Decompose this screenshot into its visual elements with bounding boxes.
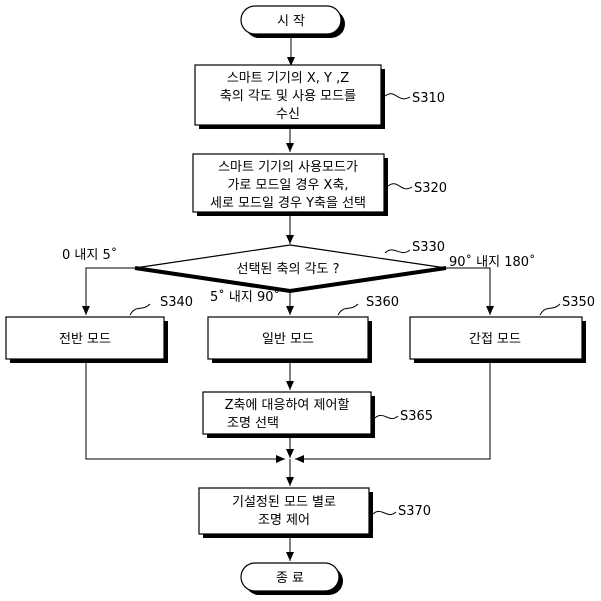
s340-label: 전반 모드 [59, 332, 111, 347]
s360-step-label: S360 [366, 295, 399, 310]
s370-leader-line [372, 510, 397, 516]
s365-line-1: Z축에 대응하여 제어할 [225, 398, 350, 413]
s340-leader-line [129, 303, 151, 316]
s310-leader-line [384, 93, 411, 100]
s330-question: 선택된 축의 각도 ? [236, 262, 339, 277]
branch-label-right: 90˚ 내지 180˚ [449, 254, 536, 270]
s365-line-2: 조명 선택 [227, 416, 279, 431]
s365-leader-line [374, 414, 399, 420]
s310-line-1: 스마트 기기의 X, Y ,Z [227, 71, 349, 86]
s360-label: 일반 모드 [262, 332, 314, 347]
start-label: 시 작 [277, 14, 305, 29]
process-box-s365: Z축에 대응하여 제어할 조명 선택 [202, 391, 375, 438]
s360-leader-line [337, 303, 359, 316]
s370-step-label: S370 [398, 504, 431, 519]
s320-leader-line [387, 183, 413, 190]
s330-leader-line [384, 249, 411, 254]
s350-step-label: S350 [562, 295, 595, 310]
s320-line-3: 세로 모드일 경우 Y축을 선택 [210, 196, 366, 211]
s350-label: 간접 모드 [469, 332, 521, 347]
s350-leader-line [539, 303, 561, 316]
arrow-s330-to-s350 [446, 267, 494, 315]
s340-step-label: S340 [160, 295, 193, 310]
s320-line-2: 가로 모드일 경우 X축, [227, 178, 348, 193]
end-label: 종 료 [276, 571, 304, 586]
merge-line-from-s340 [85, 363, 285, 463]
s310-line-3: 수신 [276, 107, 300, 122]
branch-label-middle: 5˚ 내지 90˚ [210, 289, 280, 305]
s320-line-1: 스마트 기기의 사용모드가 [218, 160, 358, 175]
s330-step-label: S330 [412, 240, 445, 255]
process-box-s320: 스마트 기기의 사용모드가 가로 모드일 경우 X축, 세로 모드일 경우 Y축… [192, 153, 388, 216]
s310-step-label: S310 [412, 91, 445, 106]
branch-label-left: 0 내지 5˚ [62, 247, 117, 263]
s310-line-2: 축의 각도 및 사용 모드를 [220, 89, 356, 104]
process-box-s340: 전반 모드 [5, 316, 168, 363]
s370-line-2: 조명 제어 [258, 513, 310, 528]
s370-line-1: 기설정된 모드 별로 [232, 495, 336, 510]
arrow-s330-to-s340 [82, 267, 135, 315]
start-terminal: 시 작 [240, 5, 345, 38]
s320-step-label: S320 [414, 181, 447, 196]
end-terminal: 종 료 [240, 562, 343, 595]
process-box-s370: 기설정된 모드 별로 조명 제어 [198, 487, 373, 538]
s365-step-label: S365 [400, 409, 433, 424]
process-box-s350: 간접 모드 [409, 316, 586, 363]
process-box-s310: 스마트 기기의 X, Y ,Z 축의 각도 및 사용 모드를 수신 [194, 64, 385, 129]
merge-line-from-s350 [295, 363, 491, 463]
process-box-s360: 일반 모드 [207, 316, 372, 363]
